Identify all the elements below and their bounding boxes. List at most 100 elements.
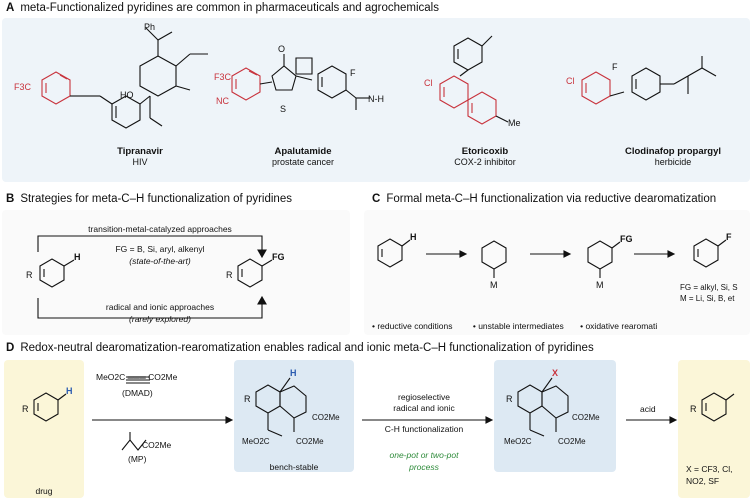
b-bottom-label: radical and ionic approaches [105, 302, 215, 312]
nc-label: NC [216, 96, 229, 106]
d-step-1: regioselective [398, 392, 450, 402]
molecule-use: prostate cancer [271, 157, 335, 167]
section-a-panel [2, 18, 750, 182]
b-state: (state-of-the-art) [129, 256, 191, 266]
d-final-pyridine [701, 392, 735, 422]
d-mp-ester: CO2Me [142, 440, 172, 450]
d-co2me-a2: CO2Me [296, 437, 324, 446]
ph-label: Ph [144, 22, 155, 32]
b-pyridine-right [237, 258, 273, 288]
tipranavir-pyranone [139, 27, 208, 97]
b-top-label: transition-metal-catalyzed approaches [88, 224, 232, 234]
cf3b-label: F3C [214, 72, 232, 82]
bullet-text: oxidative rearomati [585, 321, 658, 331]
cf3-label: F3C [14, 82, 32, 92]
c-bullet-3: • oxidative rearomati [580, 321, 658, 331]
d-co2me-b: CO2Me [572, 413, 600, 422]
section-letter: A [6, 2, 15, 14]
molecule-apalutamide: Apalutamide prostate cancer [258, 146, 348, 167]
d-pot-1: one-pot or two-pot [389, 450, 459, 460]
d-drug-panel [4, 360, 84, 498]
molecule-use: herbicide [654, 157, 692, 167]
d-co2me-a: CO2Me [312, 413, 340, 422]
c-fg1-label: FG [620, 234, 633, 244]
b-rarely: (rarely explored) [129, 314, 191, 324]
molecule-name: Tipranavir [117, 146, 163, 157]
section-letter: B [6, 193, 15, 205]
d-step-2: radical and ionic [393, 403, 455, 413]
c-fg2-label: F [726, 232, 732, 242]
apalutamide-pyridine [231, 67, 261, 101]
bullet-text: reductive conditions [377, 321, 453, 331]
c-dihydropyridine-2 [587, 240, 621, 278]
b-fg-label: FG [272, 252, 285, 262]
d-dmad-formula: MeO2C ═══ CO2Me [96, 372, 178, 382]
bullet-text: unstable intermediates [478, 321, 564, 331]
section-d-title-text: Redox-neutral dearomatization-rearomatiz… [20, 342, 594, 354]
d-h1-label: H [66, 386, 73, 396]
section-c-title: C Formal meta-C–H functionalization via r… [372, 193, 716, 205]
d-r1-label: R [22, 404, 29, 414]
molecule-use: COX-2 inhibitor [454, 157, 516, 167]
c-bullet-1: • reductive conditions [372, 321, 453, 331]
b-r-label: R [26, 270, 33, 280]
section-letter: C [372, 193, 381, 205]
d-drug-pyridine [33, 392, 67, 422]
cl1-label: Cl [424, 78, 433, 88]
molecule-tipranavir: Tipranavir HIV [100, 146, 180, 167]
d-x-label: X [552, 368, 558, 378]
nh-label: N-H [368, 94, 384, 104]
c-bullet-2: • unstable intermediates [472, 321, 564, 331]
d-product-panel [494, 360, 616, 472]
c-bullets: • reductive conditions • unstable interm… [372, 321, 748, 331]
me-label: Me [508, 118, 521, 128]
d-x-note-2: NO2, SF [686, 476, 719, 486]
d-bicycle-1 [255, 377, 307, 437]
d-x-note-1: X = CF3, Cl, [686, 464, 733, 474]
clodinafop-rest [609, 56, 717, 101]
section-c-title-text: Formal meta-C–H functionalization via re… [386, 193, 717, 205]
d-r3-label: R [506, 394, 513, 404]
f1-label: F [350, 68, 356, 78]
s-label: S [280, 104, 286, 114]
tipranavir-pyridine [41, 71, 71, 105]
d-drug-label: drug [35, 486, 53, 496]
d-meo2c-a: MeO2C [242, 437, 270, 446]
b-pyridine-left [39, 258, 75, 288]
d-r2-label: R [244, 394, 251, 404]
molecule-etoricoxib: Etoricoxib COX-2 inhibitor [440, 146, 530, 167]
molecule-name: Apalutamide [274, 146, 332, 157]
d-r4-label: R [690, 404, 697, 414]
d-step-3: C-H functionalization [384, 424, 464, 434]
o-label: O [278, 44, 285, 54]
d-mp-label: (MP) [128, 454, 147, 464]
f2-label: F [612, 62, 618, 72]
section-b-title-text: Strategies for meta-C–H functionalizatio… [20, 193, 292, 205]
molecule-clodinafop: Clodinafop propargyl herbicide [608, 146, 738, 167]
section-b-title: B Strategies for meta-C–H functionalizati… [6, 193, 292, 205]
section-a-structures: F3C Ph HO F3C NC S O F N-H Cl Me Cl F [14, 22, 717, 129]
section-c-scheme: H M FG M F FG = alkyl, Si, S M = Li, Si,… [377, 232, 738, 303]
etoricoxib-phenyl [453, 35, 509, 123]
tipranavir-benzene [111, 95, 141, 129]
d-bicycle-2 [517, 377, 569, 437]
ho-label: HO [120, 90, 134, 100]
section-d-scheme: R H MeO2C ═══ CO2Me (DMAD) CO2Me (MP) H … [22, 368, 735, 486]
d-h2-label: H [290, 368, 297, 378]
molecule-name: Clodinafop propargyl [624, 146, 722, 157]
section-b-panel [2, 210, 350, 335]
d-meo2c-b: MeO2C [504, 437, 532, 446]
d-co2me-b2: CO2Me [558, 437, 586, 446]
etoricoxib-pyridine [439, 75, 497, 125]
c-dihydropyridine-1 [481, 240, 507, 278]
apalutamide-core [259, 54, 370, 110]
b-r2-label: R [226, 270, 233, 280]
b-fg-line: FG = B, Si, aryl, alkenyl [115, 244, 205, 254]
section-a-title-text: meta-Functionalized pyridines are common… [20, 2, 439, 14]
c-m-note: M = Li, Si, B, et [680, 294, 735, 303]
d-bench-panel [234, 360, 354, 472]
d-bench-label: bench-stable [269, 462, 319, 472]
d-dmad-label: (DMAD) [122, 388, 153, 398]
